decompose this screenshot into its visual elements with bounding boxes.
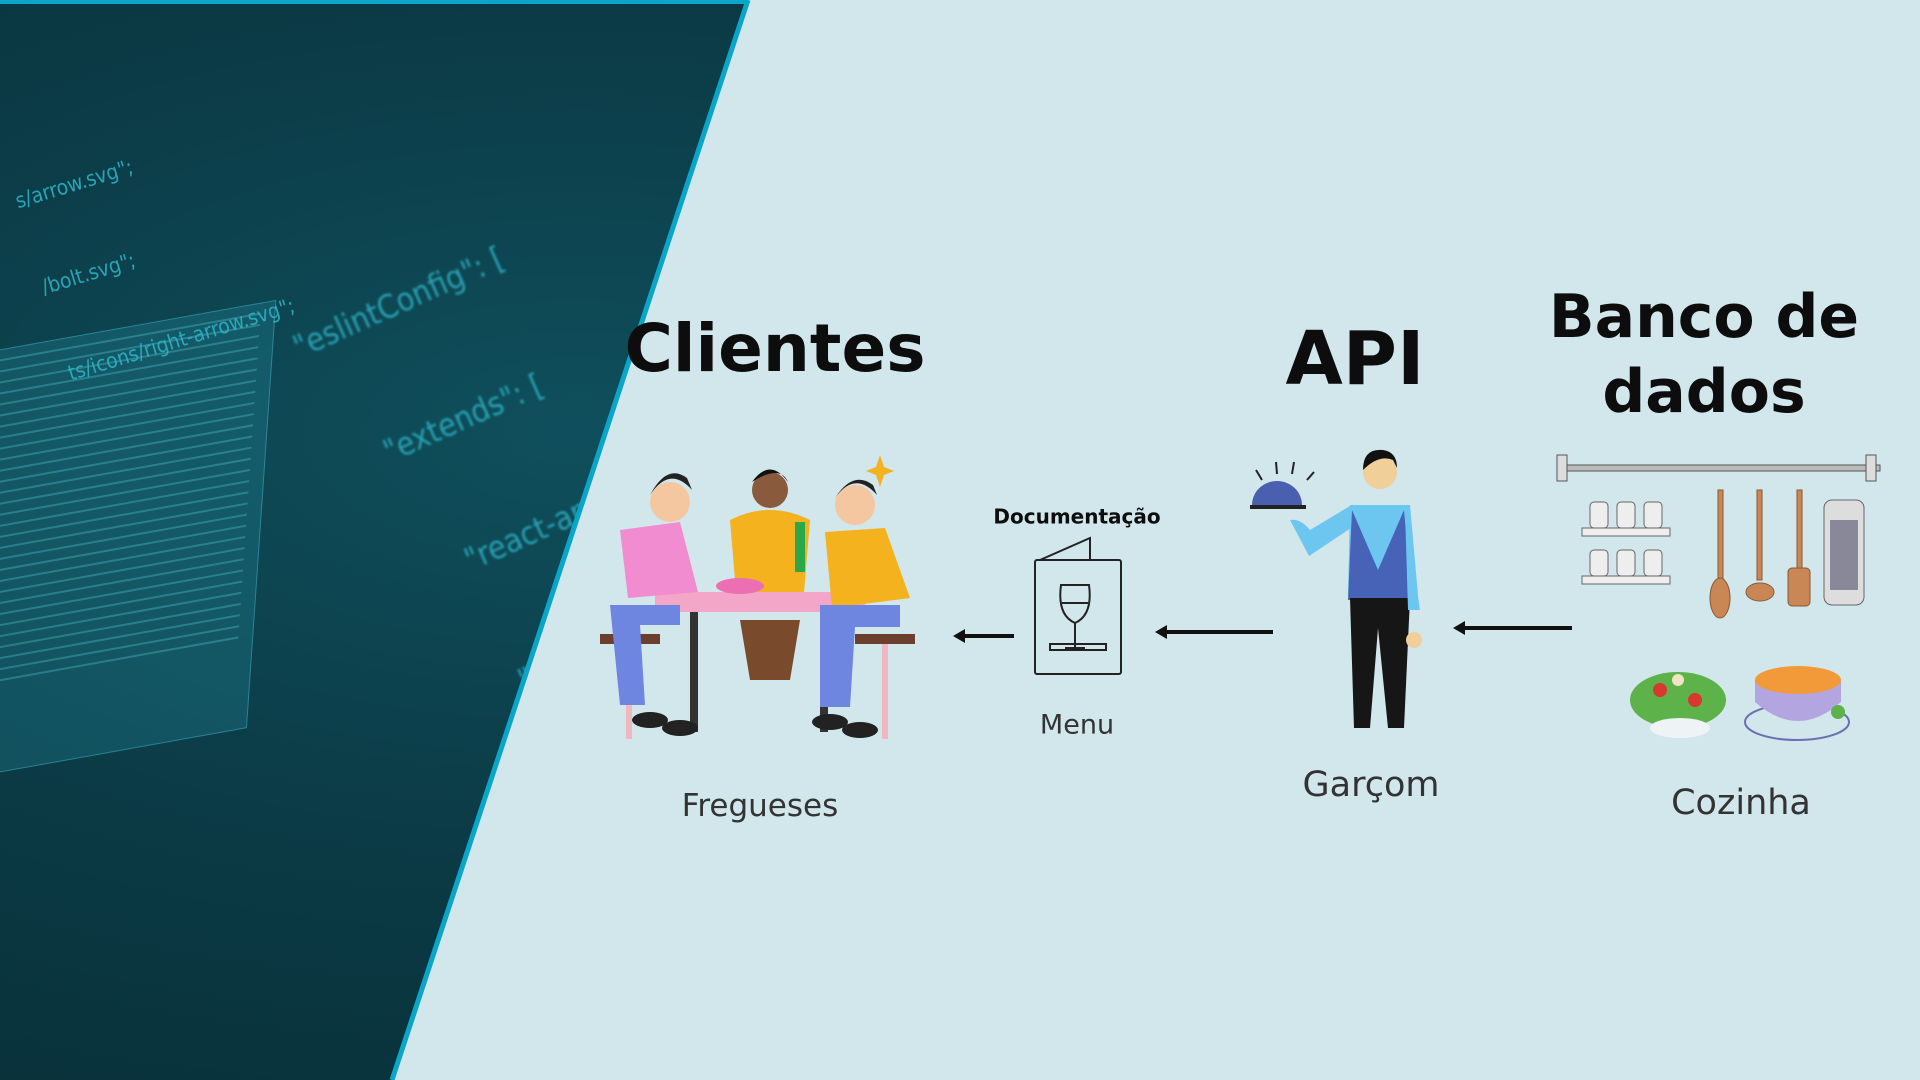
database-title-line1: Banco de [1548, 282, 1860, 352]
api-caption: Garçom [1302, 765, 1440, 805]
arrows [953, 621, 1572, 643]
menu-booklet-icon [1034, 536, 1122, 675]
api-title: API [1285, 315, 1425, 402]
menu-caption: Menu [1039, 709, 1115, 741]
diagonal-border [389, 0, 751, 1080]
documentation-title: Documentação [993, 504, 1161, 529]
food-illustration [1630, 666, 1850, 741]
waiter-illustration [1250, 449, 1422, 728]
customers-at-table-illustration [600, 455, 915, 739]
clients-caption: Fregueses [681, 788, 839, 824]
database-title: Banco de dados [1549, 280, 1859, 430]
kitchen-rack-illustration [1556, 454, 1881, 619]
database-title-line2: dados [1602, 357, 1806, 427]
database-caption: Cozinha [1671, 783, 1811, 823]
arrow-left-icon [1155, 625, 1273, 639]
arrow-left-icon [953, 629, 1014, 643]
arrow-left-icon [1453, 621, 1572, 635]
clients-title: Clientes [624, 309, 926, 387]
